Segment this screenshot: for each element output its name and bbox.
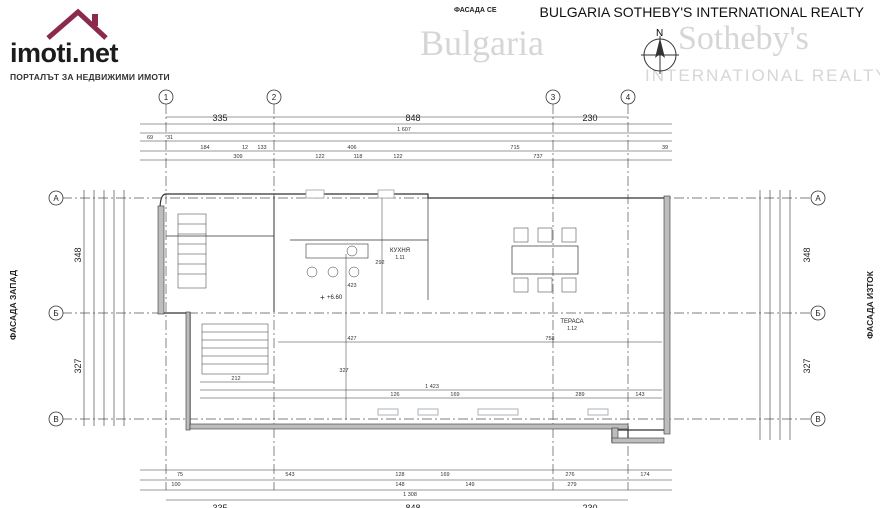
svg-text:184: 184 (200, 145, 209, 151)
building-walls (157, 189, 671, 444)
svg-text:+: + (320, 293, 325, 302)
bottom-dim: 848 (405, 503, 420, 508)
top-dim: 335 (212, 113, 227, 123)
svg-text:133: 133 (257, 145, 266, 151)
svg-text:327: 327 (339, 368, 348, 374)
bottom-dim: 230 (582, 503, 597, 508)
left-dim: 327 (73, 358, 83, 373)
svg-text:406: 406 (347, 145, 356, 151)
svg-text:12: 12 (242, 145, 248, 151)
svg-text:126: 126 (390, 392, 399, 398)
room-kitchen-code: 1.11 (395, 255, 405, 261)
axis-label: Б (815, 309, 820, 318)
svg-text:31: 31 (167, 135, 173, 141)
axis-label: В (815, 415, 820, 424)
watermark-bulgaria: Bulgaria (420, 23, 544, 63)
house-roof-icon (46, 8, 108, 40)
svg-text:169: 169 (450, 392, 459, 398)
svg-text:143: 143 (635, 392, 644, 398)
svg-text:122: 122 (393, 154, 402, 160)
svg-text:69: 69 (147, 135, 153, 141)
axis-label: 4 (626, 93, 631, 102)
top-dim: 848 (405, 113, 420, 123)
north-arrow-icon: N (641, 28, 679, 74)
facade-top-label: ФАСАДА СЕ (454, 7, 497, 14)
svg-text:279: 279 (567, 482, 576, 488)
bottom-dim: 335 (212, 503, 227, 508)
svg-text:427: 427 (347, 336, 356, 342)
svg-text:758: 758 (545, 336, 554, 342)
watermark-international: INTERNATIONAL REALTY (645, 66, 880, 85)
svg-text:75: 75 (177, 472, 183, 478)
top-dim: 230 (582, 113, 597, 123)
total-dim: 1 308 (403, 492, 417, 498)
axis-label: Б (53, 309, 58, 318)
svg-text:715: 715 (510, 145, 519, 151)
room-terrace-name: ТЕРАСА (560, 319, 583, 325)
level-mark: +6.60 (327, 295, 343, 301)
svg-text:118: 118 (354, 154, 363, 160)
room-terrace-code: 1.12 (567, 326, 577, 332)
right-dim: 348 (802, 247, 812, 262)
axis-label: 1 (164, 93, 169, 102)
svg-text:122: 122 (315, 154, 324, 160)
right-dim: 327 (802, 358, 812, 373)
svg-text:737: 737 (533, 154, 542, 160)
svg-text:212: 212 (231, 376, 240, 382)
brand-title: BULGARIA SOTHEBY'S INTERNATIONAL REALTY (539, 4, 865, 20)
svg-text:39: 39 (662, 145, 668, 151)
svg-text:100: 100 (171, 482, 180, 488)
axis-label: А (815, 194, 821, 203)
imoti-logo[interactable]: imoti.net ПОРТАЛЪТ ЗА НЕДВИЖИМИ ИМОТИ (8, 8, 170, 88)
axis-label: А (53, 194, 59, 203)
svg-text:1 423: 1 423 (425, 384, 439, 390)
svg-text:128: 128 (395, 472, 404, 478)
north-label: N (656, 28, 663, 39)
svg-text:276: 276 (565, 472, 574, 478)
svg-text:309: 309 (233, 154, 242, 160)
svg-text:543: 543 (285, 472, 294, 478)
svg-text:149: 149 (465, 482, 474, 488)
watermark-sothebys: Sotheby's (678, 20, 809, 57)
logo-tagline: ПОРТАЛЪТ ЗА НЕДВИЖИМИ ИМОТИ (10, 72, 170, 82)
logo-wordmark: imoti.net (10, 38, 119, 68)
room-kitchen-name: КУХНЯ (390, 248, 410, 254)
svg-text:292: 292 (375, 260, 384, 266)
axis-label: 3 (551, 93, 556, 102)
svg-text:423: 423 (347, 283, 356, 289)
axis-label: В (53, 415, 58, 424)
svg-text:289: 289 (575, 392, 584, 398)
svg-text:169: 169 (440, 472, 449, 478)
axis-label: 2 (272, 93, 277, 102)
svg-text:174: 174 (640, 472, 649, 478)
svg-text:148: 148 (395, 482, 404, 488)
total-dim: 1 607 (397, 127, 411, 133)
left-dim: 348 (73, 247, 83, 262)
level-marker: + +6.60 (320, 293, 343, 302)
